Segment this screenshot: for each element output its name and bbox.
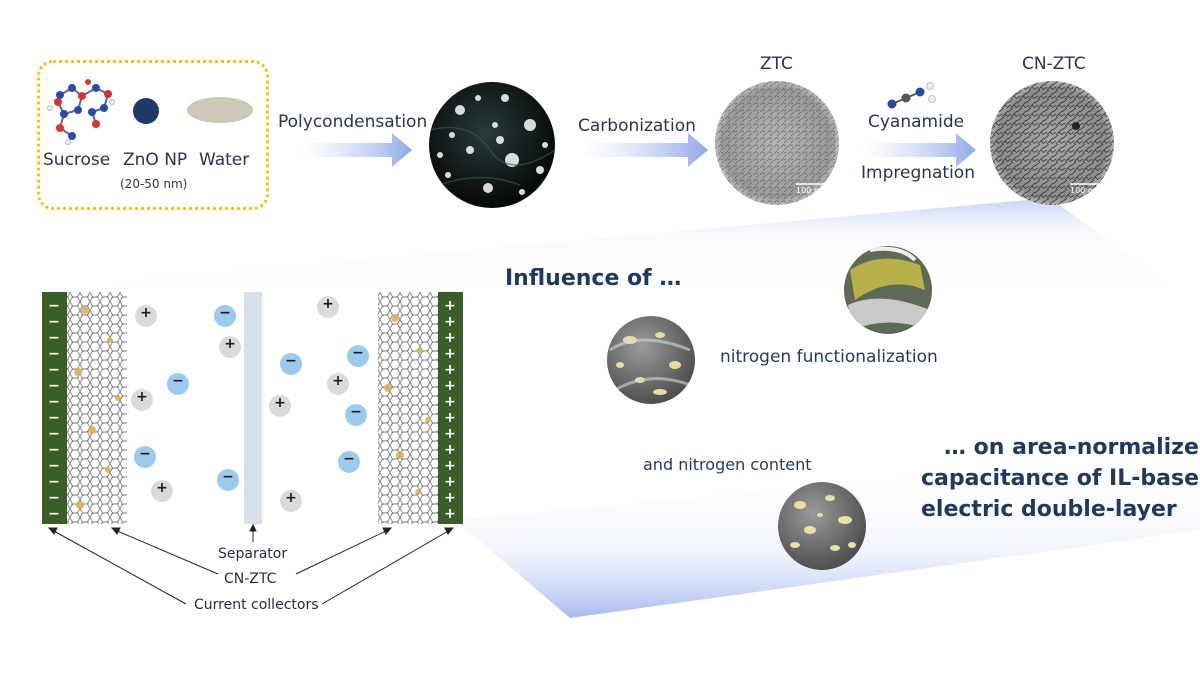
anion-ion: −: [280, 353, 302, 375]
zno-label: ZnO NP: [123, 150, 188, 170]
collector-plus-sign: +: [444, 330, 456, 346]
collector-minus-sign: −: [48, 474, 60, 490]
cnztc-electrode-label: CN-ZTC: [224, 571, 277, 587]
separator-membrane: [244, 292, 262, 524]
collector-plus-sign: +: [444, 410, 456, 426]
polycondensation-label: Polycondensation: [278, 112, 428, 132]
collector-minus-sign: −: [48, 410, 60, 426]
collector-plus-sign: +: [444, 458, 456, 474]
structure-sphere-functionalization: [607, 316, 695, 404]
impregnation-label: Impregnation: [861, 163, 975, 183]
precursor-box: [37, 60, 269, 210]
collector-plus-sign: +: [444, 394, 456, 410]
collector-plus-sign: +: [444, 442, 456, 458]
ztc-scale-bar-label: 100 nm: [796, 186, 827, 195]
polymer-composite-sphere: [429, 82, 555, 208]
cation-ion: +: [327, 373, 349, 395]
collector-minus-sign: −: [48, 298, 60, 314]
conclusion-line-3: electric double-layer: [921, 497, 1177, 522]
zno-size-label: (20-50 nm): [120, 177, 188, 191]
separator-label: Separator: [218, 546, 288, 562]
cyanamide-molecule-icon: [887, 82, 936, 109]
collector-plus-sign: +: [444, 426, 456, 442]
collector-minus-sign: −: [48, 490, 60, 506]
water-droplet-icon: [187, 97, 253, 123]
ztc-title: ZTC: [760, 54, 793, 74]
water-label: Water: [199, 150, 250, 170]
anion-ion: −: [134, 446, 156, 468]
cnztc-tem-image: [990, 81, 1114, 205]
collector-minus-sign: −: [48, 426, 60, 442]
collector-plus-sign: +: [444, 378, 456, 394]
left-current-collector: [42, 292, 67, 524]
anion-ion: −: [214, 305, 236, 327]
influence-heading: Influence of …: [505, 266, 682, 291]
cation-ion: +: [135, 305, 157, 327]
cation-ion: +: [317, 296, 339, 318]
collector-plus-sign: +: [444, 362, 456, 378]
anion-ion: −: [338, 451, 360, 473]
collector-minus-sign: −: [48, 346, 60, 362]
electrochemical-cell: [42, 292, 463, 524]
current-collectors-label: Current collectors: [194, 597, 319, 613]
right-current-collector: [438, 292, 463, 524]
cation-ion: +: [151, 480, 173, 502]
anion-ion: −: [217, 469, 239, 491]
cation-ion: +: [131, 389, 153, 411]
collector-plus-sign: +: [444, 506, 456, 522]
arrow-polycondensation: [300, 133, 412, 167]
ztc-tem-image: [715, 81, 839, 205]
carbonization-label: Carbonization: [578, 116, 696, 136]
callout-arrows: [47, 523, 455, 605]
collector-minus-sign: −: [48, 458, 60, 474]
collector-minus-sign: −: [48, 442, 60, 458]
cation-ion: +: [269, 395, 291, 417]
collector-minus-sign: −: [48, 362, 60, 378]
cnztc-title: CN-ZTC: [1022, 54, 1086, 74]
anion-ion: −: [167, 373, 189, 395]
right-electrode-cnztc: [378, 292, 438, 524]
sucrose-label: Sucrose: [43, 150, 111, 170]
anion-ion: −: [345, 404, 367, 426]
collector-plus-sign: +: [444, 474, 456, 490]
functionalization-label: nitrogen functionalization: [720, 347, 938, 367]
arrow-impregnation: [862, 133, 976, 167]
cation-ion: +: [280, 490, 302, 512]
collector-plus-sign: +: [444, 298, 456, 314]
collector-minus-sign: −: [48, 394, 60, 410]
collector-minus-sign: −: [48, 506, 60, 522]
arrow-carbonization: [582, 133, 708, 167]
collector-minus-sign: −: [48, 314, 60, 330]
structure-sphere-top: [844, 246, 932, 334]
content-label: and nitrogen content: [643, 455, 812, 474]
nitrogen-sites: [74, 306, 431, 509]
anion-ion: −: [347, 345, 369, 367]
collector-minus-sign: −: [48, 330, 60, 346]
cnztc-scale-bar-label: 100 nm: [1070, 186, 1101, 195]
conclusion-line-1: … on area-normalized: [944, 435, 1200, 460]
zno-nanoparticle-icon: [133, 98, 159, 124]
sucrose-molecule-icon: [47, 79, 115, 145]
cation-ion: +: [219, 336, 241, 358]
collector-minus-sign: −: [48, 378, 60, 394]
conclusion-line-2: capacitance of IL-based: [921, 466, 1200, 491]
structure-sphere-content: [778, 482, 866, 570]
left-electrode-cnztc: [67, 292, 127, 524]
collector-plus-sign: +: [444, 346, 456, 362]
cyanamide-label: Cyanamide: [868, 112, 965, 132]
collector-plus-sign: +: [444, 314, 456, 330]
collector-plus-sign: +: [444, 490, 456, 506]
